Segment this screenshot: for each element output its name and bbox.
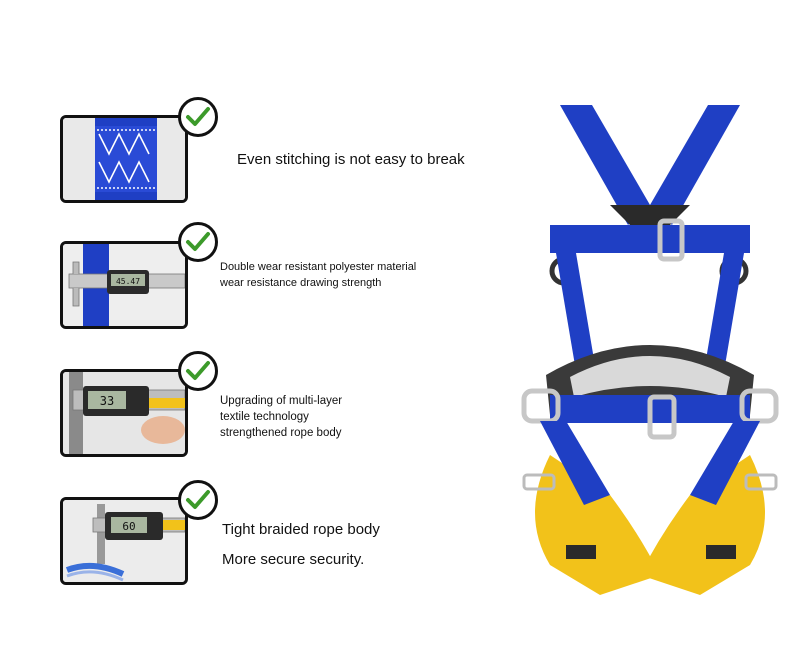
caliper-webbing-thumbnail: 45.47	[60, 241, 188, 329]
caption-line: Upgrading of multi-layer	[220, 395, 343, 407]
check-icon	[178, 222, 218, 262]
caption-polyester: Double wear resistant polyester material…	[220, 259, 416, 291]
stitching-thumbnail	[60, 115, 188, 203]
check-icon	[178, 480, 218, 520]
caption-line: strengthened rope body	[220, 427, 342, 439]
caption-braided-rope: Tight braided rope body More secure secu…	[222, 515, 380, 575]
caption-line: More secure security.	[222, 551, 365, 568]
caliper-rope-thumbnail: 60	[60, 497, 188, 585]
caption-multilayer: Upgrading of multi-layer textile technol…	[220, 393, 342, 441]
check-icon	[178, 351, 218, 391]
caliper-readout: 45.47	[116, 277, 140, 286]
caption-stitching: Even stitching is not easy to break	[237, 145, 465, 175]
caliper-readout: 60	[122, 520, 135, 533]
caption-line: Even stitching is not easy to break	[237, 151, 465, 168]
caption-line: Tight braided rope body	[222, 521, 380, 538]
caption-line: wear resistance drawing strength	[220, 277, 382, 289]
caption-line: textile technology	[220, 411, 309, 423]
caption-line: Double wear resistant polyester material	[220, 261, 417, 273]
caliper-readout: 33	[100, 394, 114, 408]
caliper-layers-thumbnail: 33	[60, 369, 188, 457]
safety-harness-image	[510, 95, 790, 615]
check-icon	[178, 97, 218, 137]
